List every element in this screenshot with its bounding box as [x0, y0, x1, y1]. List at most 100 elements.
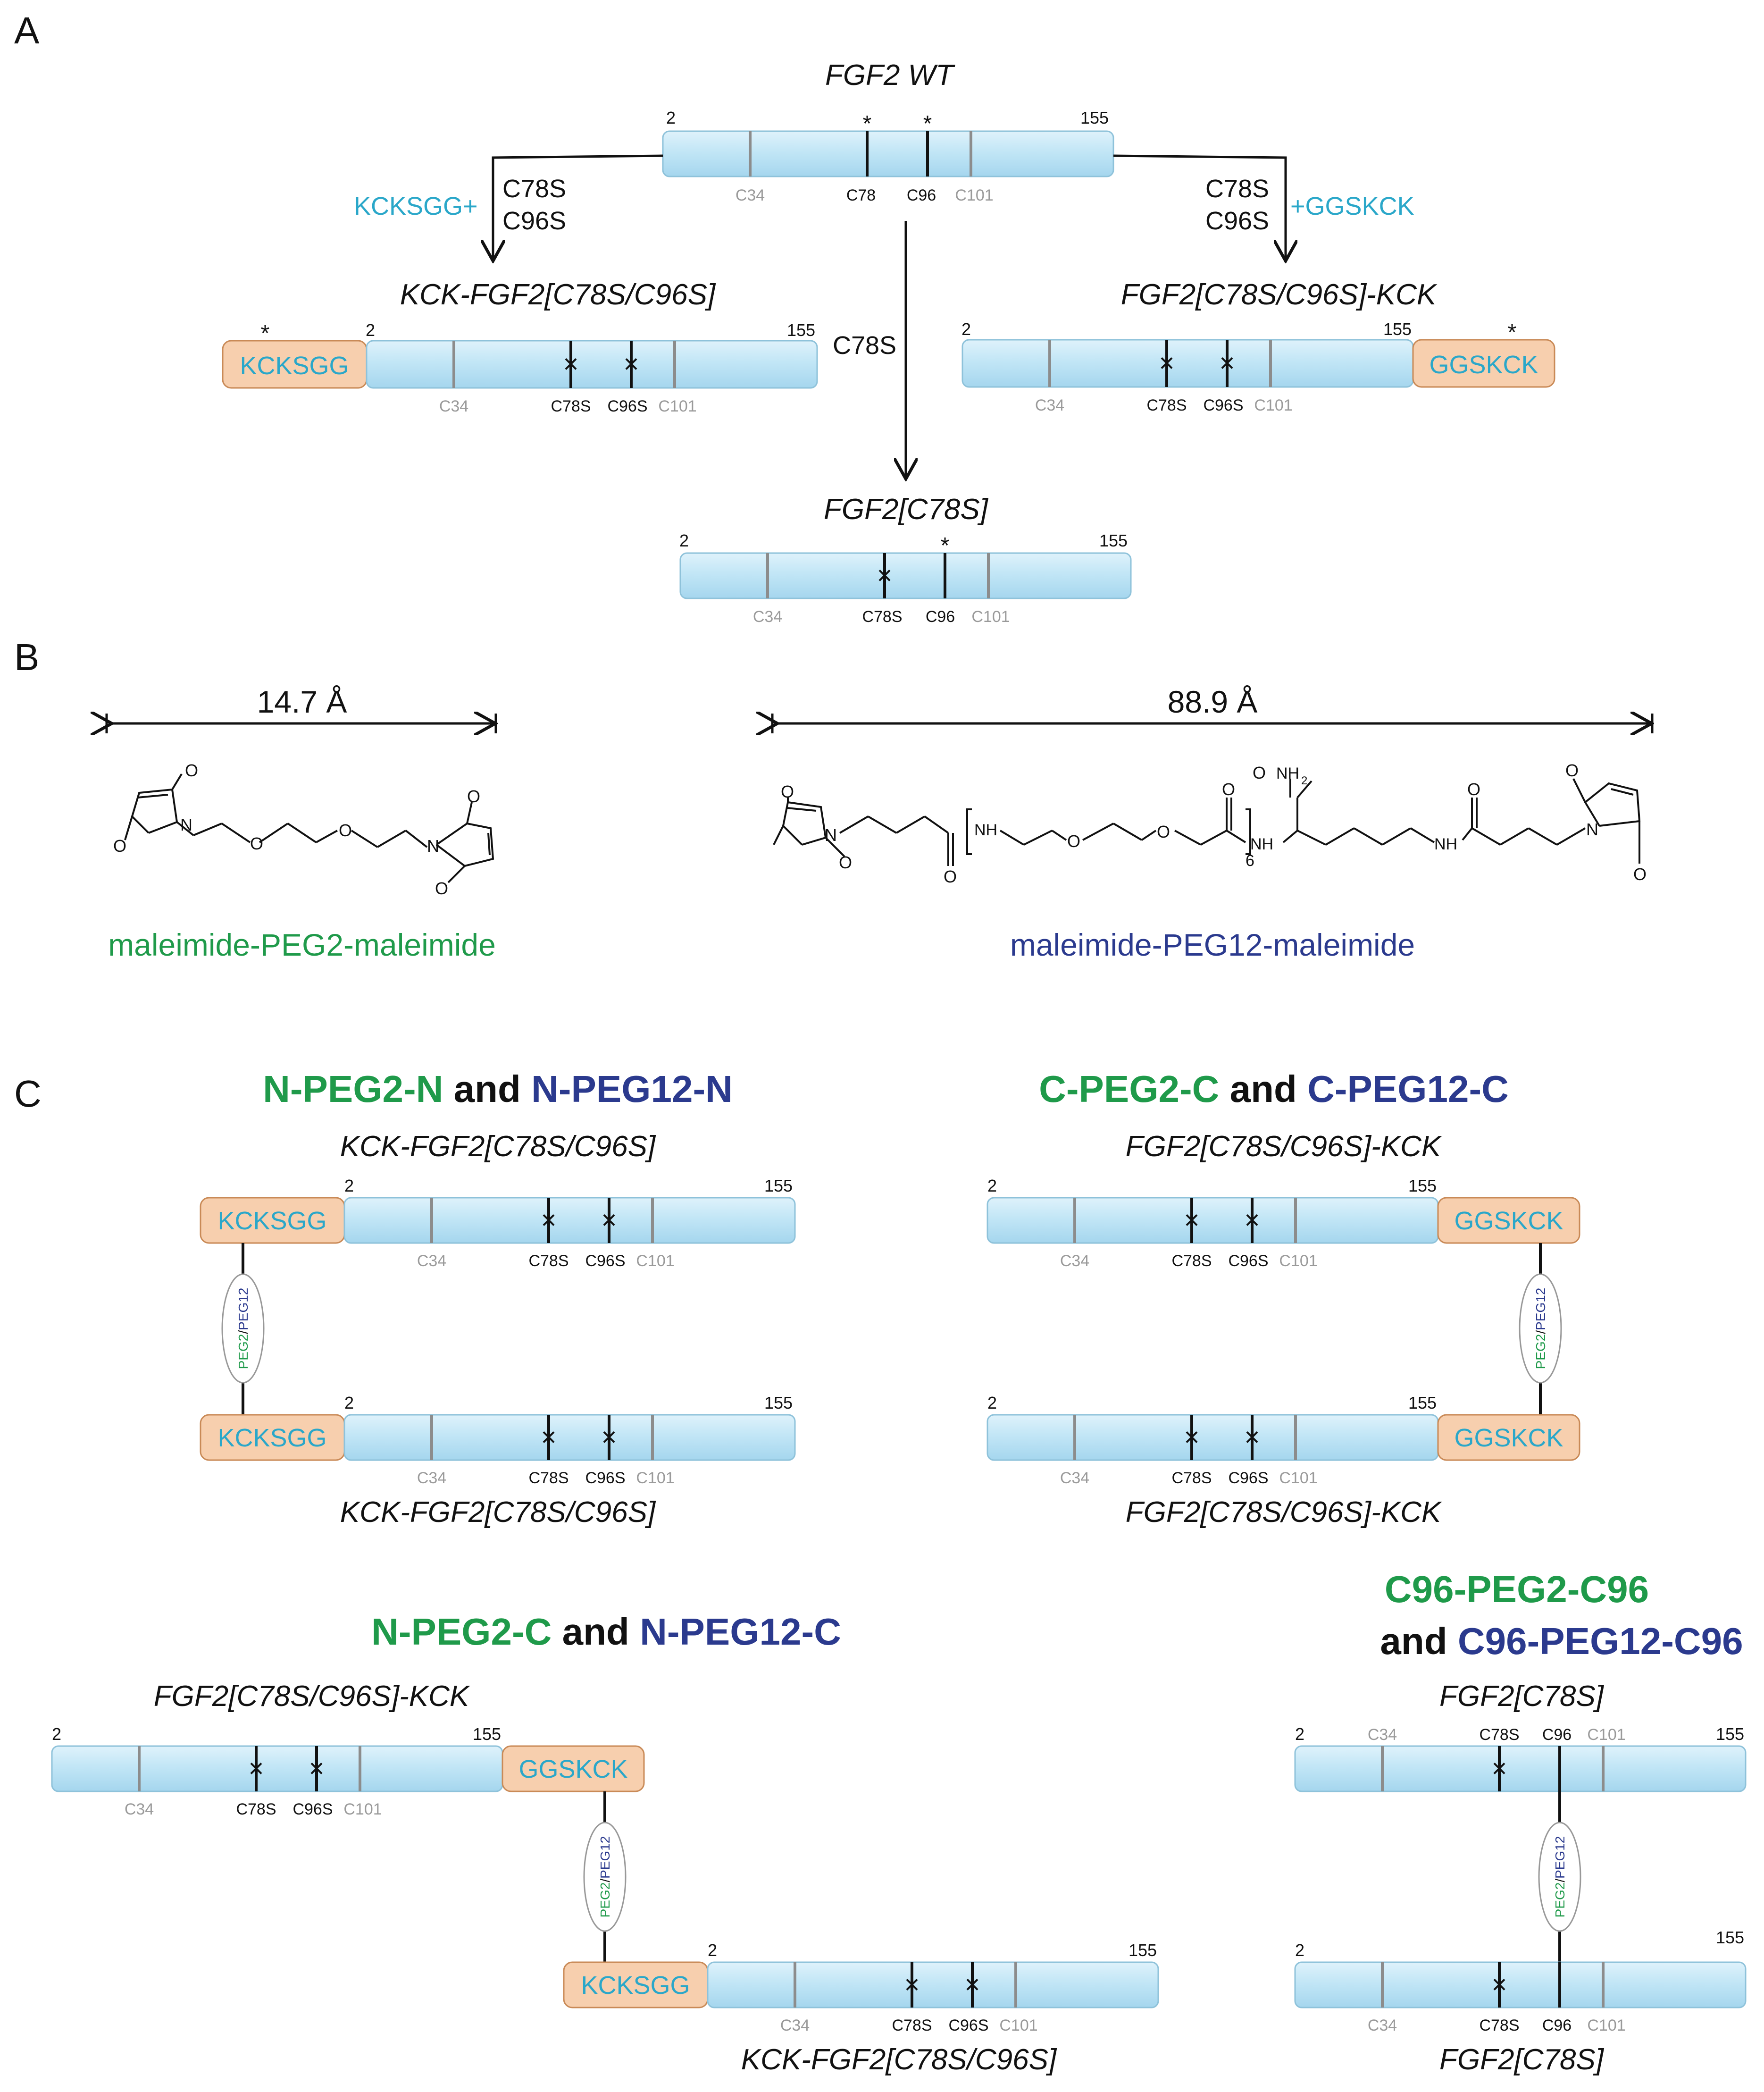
- n-start-label: 2: [987, 1393, 997, 1412]
- c96-top-title: FGF2[C78S]: [1439, 1680, 1605, 1713]
- title-n-n-peg12: N-PEG12-N: [531, 1068, 733, 1110]
- c-tag-box: [1412, 339, 1555, 388]
- c78s-x-icon: ×: [877, 560, 893, 590]
- c34-label: C34: [125, 1800, 154, 1818]
- n-start-label: 2: [987, 1176, 997, 1195]
- c101-label: C101: [658, 397, 696, 415]
- atom-n: N: [825, 825, 837, 845]
- peg-linker-oval: [1538, 1822, 1581, 1932]
- peg-linker-oval: [583, 1822, 627, 1932]
- star-c96: *: [923, 111, 932, 136]
- atom-o: O: [185, 761, 198, 780]
- c34-label: C34: [1060, 1252, 1089, 1270]
- nn-linker: PEG2/PEG12: [221, 1243, 265, 1415]
- c-end-label: 155: [1099, 531, 1128, 550]
- atom-o: O: [1222, 780, 1235, 799]
- c-end-label: 155: [473, 1724, 501, 1744]
- c78s-x-icon: ×: [1492, 1969, 1507, 1999]
- atom-n: N: [427, 836, 439, 856]
- c96s-label: C96S: [1228, 1469, 1268, 1487]
- panel-label-c: C: [14, 1073, 42, 1115]
- title-n-n-and: and: [443, 1068, 531, 1110]
- c96s-label: C96S: [948, 2016, 988, 2034]
- atom-nh: NH: [974, 821, 997, 839]
- star-c96: *: [941, 533, 950, 558]
- protein-bar: [679, 552, 1132, 599]
- c-tag-box: [1437, 1414, 1580, 1461]
- title-n-n-peg2: N-PEG2-N: [263, 1068, 443, 1110]
- right-mut2: C96S: [1205, 207, 1269, 235]
- panel-label-a: A: [14, 9, 40, 51]
- n-start-label: 2: [344, 1176, 354, 1195]
- atom-n: N: [180, 815, 192, 834]
- c78s-label: C78S: [1146, 396, 1187, 414]
- c34-label: C34: [1060, 1469, 1089, 1487]
- c96s-label: C96S: [607, 397, 647, 415]
- title-c96-line1: C96-PEG2-C96: [1385, 1568, 1649, 1610]
- n-tag-label: KCKSGG: [217, 1207, 326, 1235]
- c78s-x-icon: ×: [541, 1422, 557, 1452]
- title-c-c: C-PEG2-C and C-PEG12-C: [1039, 1068, 1509, 1110]
- atom-o: O: [1467, 780, 1480, 799]
- n-tag-label: KCKSGG: [581, 1971, 690, 2000]
- wt-protein-bar: [662, 130, 1114, 177]
- a-kck-c-title: FGF2[C78S/C96S]-KCK: [1121, 278, 1438, 311]
- nn-bottom-title: KCK-FGF2[C78S/C96S]: [340, 1496, 656, 1529]
- c96s-x-icon: ×: [965, 1969, 980, 1999]
- title-c-c-peg2: C-PEG2-C: [1039, 1068, 1219, 1110]
- distance-left-ruler: [107, 714, 496, 733]
- c96-top-construct: × 2 155 C34 C78S C96 C101: [1294, 1724, 1747, 1792]
- c96-bottom-title: FGF2[C78S]: [1439, 2043, 1605, 2076]
- nn-bottom-construct: KCKSGG × × 2 155 C34 C78S C96S C101: [200, 1393, 796, 1487]
- n-start-label: 2: [666, 108, 676, 127]
- protein-bar: [51, 1745, 503, 1792]
- nc-top-construct: GGSKCK × × 2 155 C34 C78S C96S C101: [51, 1724, 645, 1818]
- c-end-label: 155: [1716, 1928, 1744, 1947]
- c96s-x-icon: ×: [309, 1753, 325, 1783]
- c-end-label: 155: [1408, 1393, 1437, 1412]
- atom-n: N: [1586, 820, 1598, 839]
- c78s-x-icon: ×: [541, 1205, 557, 1235]
- peg2-name: maleimide-PEG2-maleimide: [108, 927, 496, 962]
- protein-bar: [1294, 1961, 1747, 2008]
- left-added-tag: KCKSGG+: [354, 192, 478, 220]
- c96s-x-icon: ×: [1245, 1422, 1260, 1452]
- wt-title: FGF2 WT: [825, 59, 955, 92]
- c-end-label: 155: [1408, 1176, 1437, 1195]
- protein-bar: [987, 1197, 1439, 1244]
- c96s-x-icon: ×: [1220, 348, 1235, 378]
- c78s-label: C78S: [528, 1252, 568, 1270]
- nc-bottom-title: KCK-FGF2[C78S/C96S]: [741, 2043, 1057, 2076]
- cc-linker: PEG2/PEG12: [1519, 1243, 1562, 1415]
- protein-bar: [343, 1197, 796, 1244]
- wt-bar: 2 155 * * C34 C78 C96 C101: [662, 108, 1114, 204]
- atom-o: O: [781, 782, 794, 801]
- protein-bar: [343, 1414, 796, 1461]
- n-start-label: 2: [961, 319, 971, 339]
- c101-label: C101: [343, 1800, 382, 1818]
- atom-o: O: [1067, 832, 1080, 851]
- peg2-structure: O O N O O N O O: [113, 761, 494, 898]
- atom-o: O: [944, 867, 957, 886]
- c78s-x-icon: ×: [1184, 1422, 1200, 1452]
- c-tag-label: GGSKCK: [1454, 1207, 1563, 1235]
- atom-nh2: NH: [1276, 765, 1299, 782]
- cc-bottom-title: FGF2[C78S/C96S]-KCK: [1126, 1496, 1442, 1529]
- arrow-right: [1113, 154, 1286, 259]
- atom-o: O: [250, 834, 263, 853]
- title-c-c-and: and: [1219, 1068, 1307, 1110]
- peg-linker-label: PEG2/PEG12: [1533, 1288, 1548, 1369]
- nc-bottom-construct: KCKSGG × × 2 155 C34 C78S C96S C101: [563, 1941, 1159, 2034]
- protein-bar: [366, 340, 818, 389]
- c96-label: C96: [1542, 2016, 1572, 2034]
- c-tag-label: GGSKCK: [1454, 1424, 1563, 1452]
- c34-label: C34: [417, 1469, 446, 1487]
- c78s-label: C78S: [862, 608, 902, 626]
- n-start-label: 2: [52, 1724, 61, 1744]
- c-tag-label: GGSKCK: [518, 1755, 627, 1783]
- c96s-x-icon: ×: [624, 349, 639, 378]
- protein-bar: [1294, 1745, 1747, 1792]
- title-c96-and: and: [1380, 1620, 1457, 1662]
- peg-linker-label: PEG2/PEG12: [1553, 1836, 1567, 1918]
